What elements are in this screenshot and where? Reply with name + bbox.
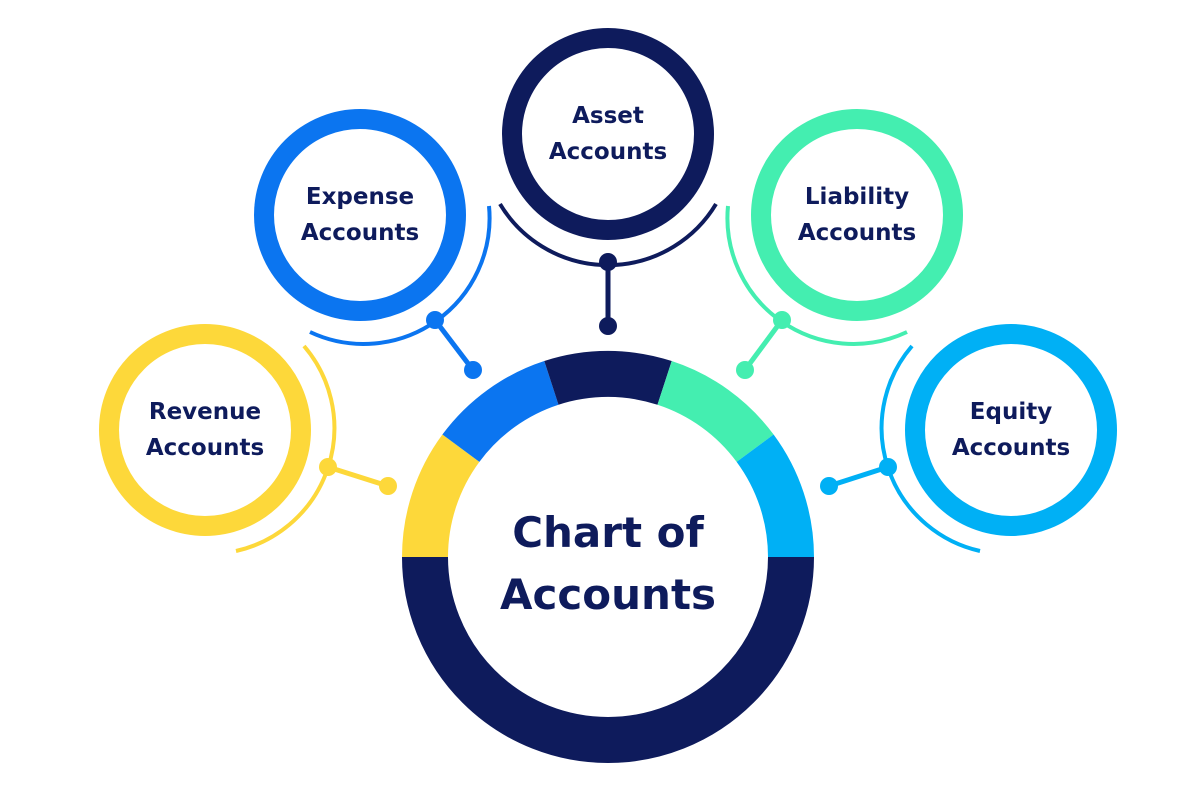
equity-node-ring [905,324,1117,536]
center-ring-segment-navy-bottom [402,556,814,763]
center-title-line2: Accounts [499,570,717,619]
center-ring-segment-revenue [402,434,480,558]
liability-connector-line [742,318,785,372]
asset-connector-dot-bottom [599,317,617,335]
asset-label: Asset Accounts [498,98,718,170]
revenue-label: Revenue Accounts [95,394,315,466]
center-ring-segment-expense [442,361,560,463]
expense-connector-dot-outer [426,311,444,329]
equity-label: Equity Accounts [901,394,1121,466]
asset-label-line2: Accounts [548,139,668,165]
asset-label-line1: Asset [572,103,644,129]
asset-node [498,28,718,335]
equity-connector-dot-inner [820,477,838,495]
equity-connector-dot-outer [879,458,897,476]
liability-node-ring [751,109,963,321]
revenue-connector-line [327,464,389,489]
equity-label-line1: Equity [969,399,1053,425]
equity-label-line2: Accounts [951,435,1071,461]
revenue-connector-dot-outer [319,458,337,476]
expense-label: Expense Accounts [250,179,470,251]
equity-node [820,324,1117,553]
liability-label: Liability Accounts [747,179,967,251]
expense-label-line1: Expense [305,184,415,210]
expense-label-line2: Accounts [300,220,420,246]
expense-connector-line [433,318,475,372]
revenue-label-line2: Accounts [145,435,265,461]
center-ring [402,351,814,763]
center-title: Chart of Accounts [428,502,788,626]
revenue-node [99,324,397,553]
expense-node-ring [254,109,466,321]
center-title-line1: Chart of [512,508,704,557]
expense-node [254,109,492,379]
equity-connector-line [828,464,889,489]
revenue-connector-dot-inner [379,477,397,495]
revenue-label-line1: Revenue [148,399,262,425]
center-ring-segment-equity [736,434,814,558]
liability-node [725,109,963,379]
expense-connector-dot-inner [464,361,482,379]
asset-connector-dot-top [599,253,617,271]
center-ring-segment-asset [544,351,672,405]
asset-node-ring [502,28,714,240]
center-ring-segment-liability [656,361,774,463]
liability-connector-dot-inner [736,361,754,379]
liability-label-line1: Liability [804,184,910,210]
revenue-node-ring [99,324,311,536]
liability-label-line2: Accounts [797,220,917,246]
liability-connector-dot-outer [773,311,791,329]
